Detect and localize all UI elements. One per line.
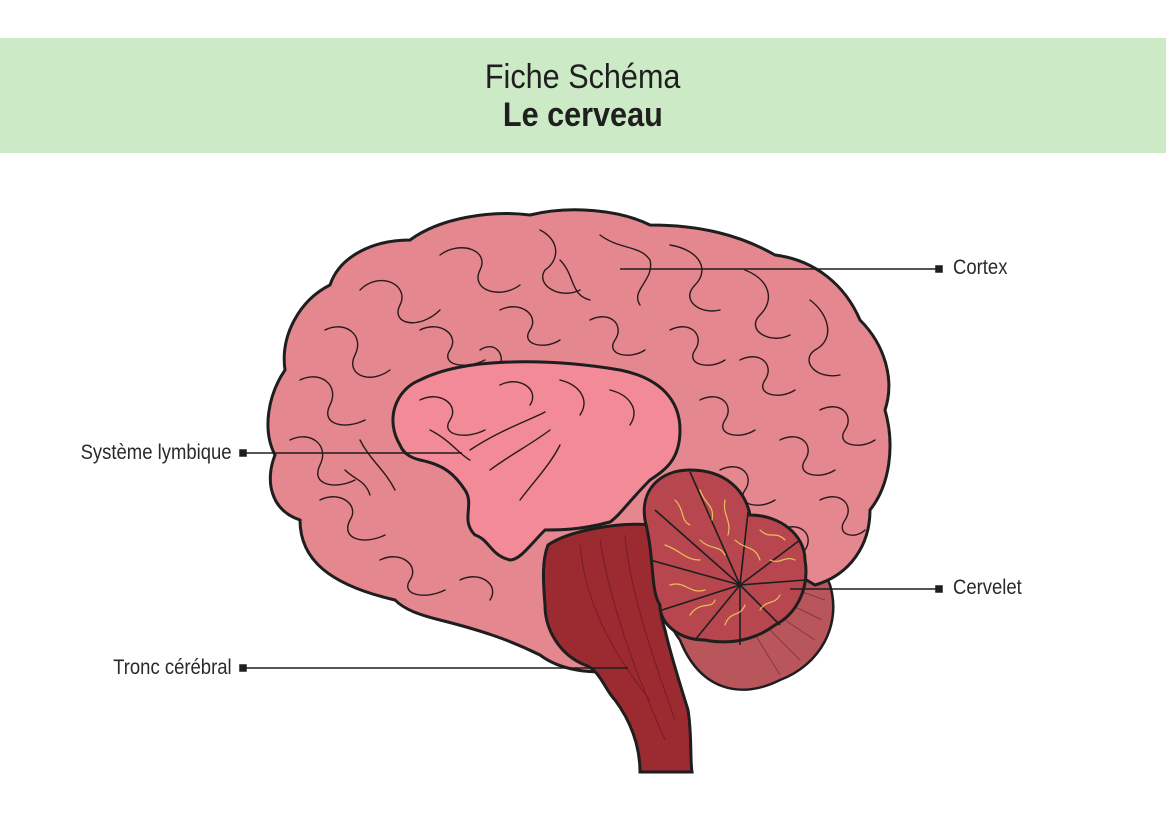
label-cerebellum: Cervelet <box>953 576 1022 599</box>
label-limbic-system: Système lymbique <box>81 441 232 464</box>
label-brainstem: Tronc cérébral <box>113 656 232 679</box>
cerebellum-veins <box>664 489 796 626</box>
leader-lines <box>239 265 943 672</box>
cortex-leader-end <box>935 265 943 273</box>
label-cortex: Cortex <box>953 256 1008 279</box>
limbic-details <box>419 379 635 501</box>
cortex-gyri <box>289 229 876 601</box>
cerebellum-folia <box>649 471 806 645</box>
limbic-system <box>391 360 682 562</box>
title-line-1: Fiche Schéma <box>485 57 681 96</box>
title-banner: Fiche Schéma Le cerveau <box>0 38 1166 153</box>
brainstem-fibers <box>579 534 676 741</box>
cerebellum-leader-end <box>935 585 943 593</box>
limbic-leader-end <box>239 449 247 457</box>
title-line-2: Le cerveau <box>503 95 663 134</box>
brainstem-leader-end <box>239 664 247 672</box>
cerebellum <box>642 468 808 644</box>
